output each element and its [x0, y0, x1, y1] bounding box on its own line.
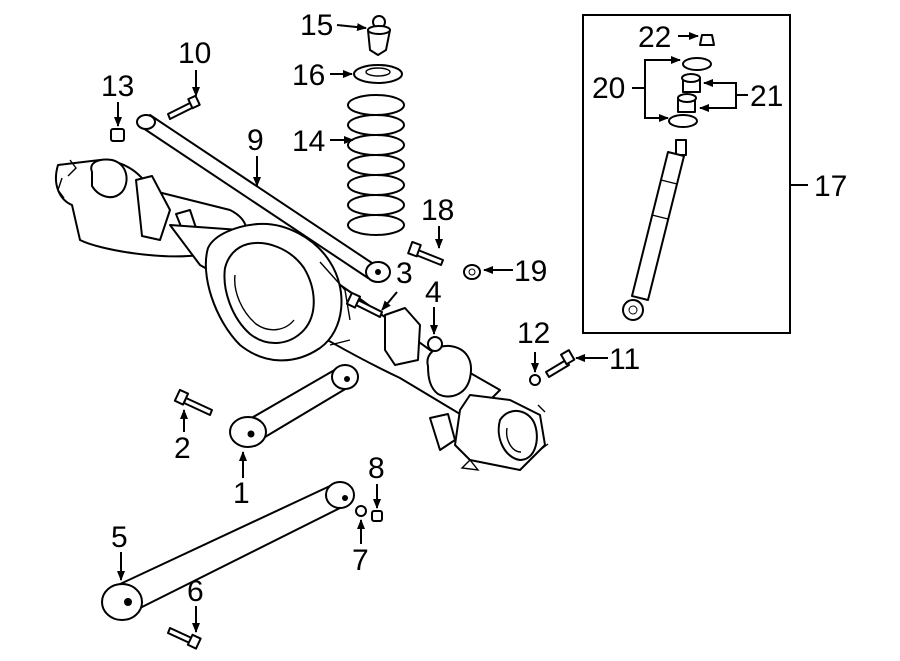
- callout-17: 17: [814, 170, 847, 203]
- callout-21: 21: [750, 80, 783, 113]
- rear-axle-housing: [54, 158, 549, 471]
- shock-washer-lower: [668, 114, 698, 128]
- nut-12: [529, 374, 541, 386]
- callout-13: 13: [101, 70, 134, 103]
- shock-absorber: [622, 139, 687, 321]
- leader-20: [632, 56, 681, 89]
- nut-8: [371, 510, 383, 522]
- callout-2: 2: [174, 432, 191, 465]
- callout-16: 16: [292, 59, 325, 92]
- callout-10: 10: [178, 37, 211, 70]
- callout-14: 14: [292, 125, 325, 158]
- coil-spring: [347, 94, 405, 236]
- bolt-2: [173, 388, 213, 416]
- callout-22: 22: [638, 21, 671, 54]
- lateral-rod: [136, 114, 391, 283]
- leader-20b: [644, 88, 669, 122]
- callout-5: 5: [111, 521, 128, 554]
- callout-15: 15: [300, 9, 333, 42]
- bolt-6: [167, 627, 202, 650]
- callout-20: 20: [592, 72, 625, 105]
- callout-11: 11: [609, 343, 640, 376]
- callout-6: 6: [187, 575, 204, 608]
- callout-4: 4: [425, 276, 442, 309]
- callout-18: 18: [421, 194, 454, 227]
- leader-21: [703, 79, 748, 96]
- upper-control-arm: [229, 364, 359, 448]
- bolt-11: [545, 349, 576, 378]
- nut-4: [427, 336, 443, 352]
- shock-washer-upper: [682, 57, 712, 71]
- shock-bushing-upper: [681, 73, 701, 93]
- callout-3: 3: [396, 257, 413, 290]
- shock-nut-22: [699, 34, 715, 46]
- callout-7: 7: [352, 544, 369, 577]
- leader-21b: [699, 95, 737, 112]
- bump-stop: [367, 15, 391, 56]
- nut-19: [463, 264, 481, 280]
- callout-12: 12: [517, 317, 550, 350]
- callout-19: 19: [514, 255, 547, 288]
- bolt-3: [345, 291, 383, 318]
- bolt-10: [167, 94, 201, 120]
- callout-9: 9: [247, 124, 264, 157]
- washer-7: [355, 505, 367, 517]
- callout-8: 8: [368, 452, 385, 485]
- leader-3: [381, 291, 398, 311]
- shock-absorber-inset-box: [582, 14, 791, 334]
- shock-bushing-lower: [677, 93, 697, 113]
- lower-control-arm: [101, 481, 355, 621]
- nut-13: [110, 128, 125, 142]
- callout-1: 1: [233, 477, 250, 510]
- leader-15: [336, 23, 367, 32]
- spring-seat: [353, 64, 403, 84]
- bolt-18: [407, 240, 444, 266]
